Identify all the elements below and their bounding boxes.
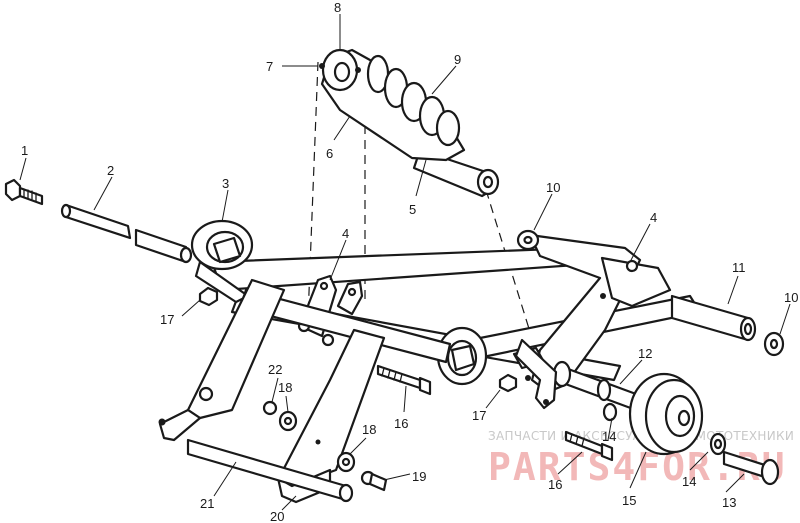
callout-19: 19 bbox=[412, 469, 426, 484]
callout-15: 15 bbox=[622, 493, 636, 508]
callout-14-lower: 14 bbox=[682, 474, 696, 489]
callout-10-right: 10 bbox=[784, 290, 798, 305]
callout-22: 22 bbox=[268, 362, 282, 377]
callout-12: 12 bbox=[638, 346, 652, 361]
part-14-washers bbox=[602, 402, 727, 456]
part-2-pin bbox=[60, 203, 193, 264]
part-18-washers bbox=[278, 410, 356, 473]
callout-3: 3 bbox=[222, 176, 229, 191]
part-13-bolt bbox=[722, 450, 780, 486]
center-housing bbox=[436, 326, 558, 410]
callout-17-right: 17 bbox=[472, 408, 486, 423]
callout-18-upper: 18 bbox=[278, 380, 292, 395]
callout-13: 13 bbox=[722, 495, 736, 510]
upper-cross-tube bbox=[210, 245, 593, 292]
callout-18-lower: 18 bbox=[362, 422, 376, 437]
part-11-shaft bbox=[670, 294, 757, 342]
part-3-housing bbox=[190, 219, 254, 304]
part-4-right-bracket bbox=[528, 233, 672, 394]
callout-20: 20 bbox=[270, 509, 284, 523]
part-15-wheel bbox=[628, 372, 704, 456]
part-10-washers bbox=[516, 229, 785, 357]
callout-5: 5 bbox=[409, 202, 416, 217]
part-17-nuts bbox=[198, 286, 518, 393]
callout-11: 11 bbox=[732, 260, 746, 275]
callout-4-right: 4 bbox=[650, 210, 657, 225]
part-16-bolts bbox=[376, 364, 614, 462]
part-22-washer bbox=[262, 400, 278, 416]
callout-1: 1 bbox=[21, 143, 28, 158]
callout-21: 21 bbox=[200, 496, 214, 511]
part-9-spring bbox=[366, 54, 461, 147]
callout-6: 6 bbox=[326, 146, 333, 161]
part-1-bolt bbox=[4, 178, 44, 206]
callout-9: 9 bbox=[454, 52, 461, 67]
callout-14-upper: 14 bbox=[602, 429, 616, 444]
part-19-bolt bbox=[360, 470, 388, 492]
part-21-bar bbox=[186, 438, 354, 503]
callout-labels: 1 2 3 4 4 5 6 7 8 9 10 10 11 12 13 14 14… bbox=[21, 0, 798, 523]
part-7-8-bushings bbox=[319, 63, 361, 73]
callout-2: 2 bbox=[107, 163, 114, 178]
part-5-6-shock-absorber bbox=[320, 48, 500, 198]
callout-10-left: 10 bbox=[546, 180, 560, 195]
callout-8: 8 bbox=[334, 0, 341, 15]
callout-16-right: 16 bbox=[548, 477, 562, 492]
callout-4-left: 4 bbox=[342, 226, 349, 241]
callout-17-left: 17 bbox=[160, 312, 174, 327]
callout-16-left: 16 bbox=[394, 416, 408, 431]
callout-7: 7 bbox=[266, 59, 273, 74]
leader-lines bbox=[19, 14, 791, 511]
